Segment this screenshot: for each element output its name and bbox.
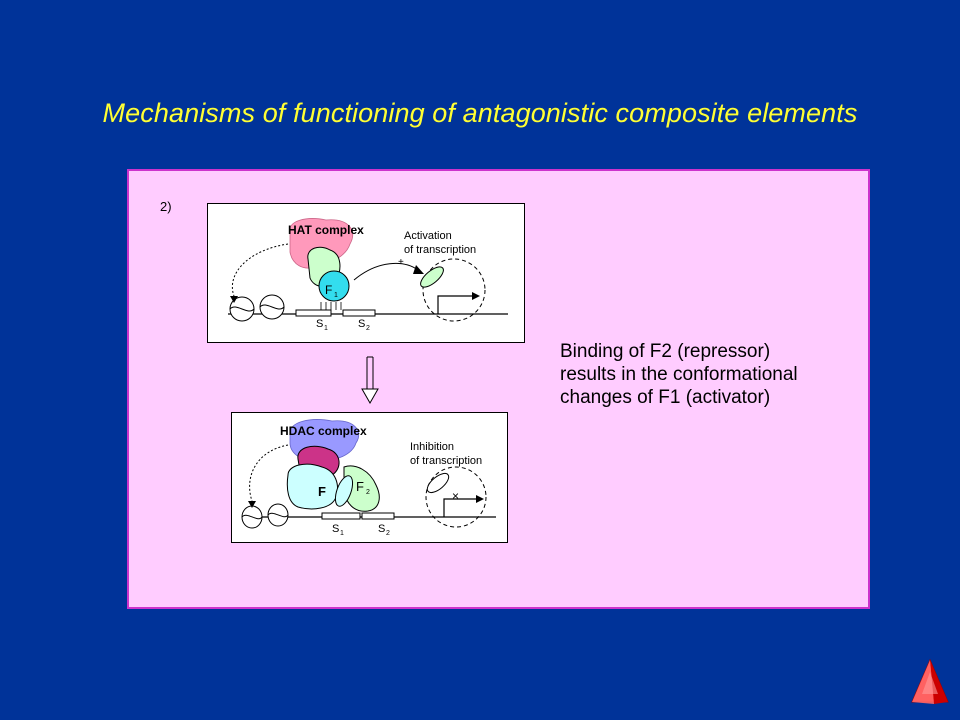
caption-line-3: changes of F1 (activator)	[560, 387, 771, 408]
factor-f1-shape	[318, 270, 350, 302]
site-s2-box	[361, 512, 395, 520]
cross-mark: ×	[452, 489, 459, 503]
activation-arrow	[353, 262, 419, 281]
hat-complex-label: HAT complex	[288, 223, 364, 237]
caption-text: Binding of F2 (repressor) results in the…	[560, 340, 850, 409]
site-s1-subscript: 1	[324, 325, 328, 332]
polymerase-shape	[420, 266, 444, 288]
transcription-zone	[422, 258, 486, 322]
slide-title: Mechanisms of functioning of antagonisti…	[102, 98, 858, 128]
hdac-complex-label: HDAC complex	[280, 424, 367, 438]
slide-nav-button[interactable]	[908, 658, 950, 706]
inhibition-label-2: of transcription	[410, 455, 482, 467]
factor-f2-label: F	[356, 479, 364, 494]
factor-f1-label: F	[318, 484, 326, 499]
transcription-zone	[425, 466, 487, 528]
transition-arrow	[361, 356, 379, 405]
polymerase-shape	[426, 472, 450, 494]
site-s2-label: S	[378, 523, 385, 535]
inhibition-label-1: Inhibition	[410, 441, 454, 453]
activation-diagram: HAT complex Activation of transcription …	[207, 203, 525, 343]
site-s1-label: S	[316, 318, 323, 330]
site-s2-box	[342, 309, 376, 317]
site-s1-label: S	[332, 523, 339, 535]
site-s1-box	[321, 512, 361, 520]
factor-f1-subscript: 1	[334, 292, 338, 299]
factor-f2-subscript: 2	[366, 489, 370, 496]
acetylation-arrow	[231, 243, 289, 297]
tss-arrow	[443, 498, 476, 517]
site-s1-box	[295, 309, 332, 317]
factor-f2-shape	[343, 465, 380, 512]
caption-line-2: results in the conformational	[560, 364, 798, 385]
step-label: 2)	[160, 199, 172, 214]
factor-f1-label: F	[325, 283, 332, 297]
deacetylation-arrow	[249, 444, 289, 502]
activation-label-2: of transcription	[404, 244, 476, 256]
tss-arrow	[437, 295, 472, 314]
plus-sign: +	[398, 257, 404, 268]
caption-line-1: Binding of F2 (repressor)	[560, 341, 771, 362]
site-s2-subscript: 2	[366, 325, 370, 332]
activation-label-1: Activation	[404, 230, 452, 242]
inhibition-diagram: HDAC complex Inhibition of transcription…	[231, 412, 508, 543]
site-s1-subscript: 1	[340, 530, 344, 537]
factor-f1-shape	[286, 463, 338, 510]
site-s2-label: S	[358, 318, 365, 330]
site-s2-subscript: 2	[386, 530, 390, 537]
